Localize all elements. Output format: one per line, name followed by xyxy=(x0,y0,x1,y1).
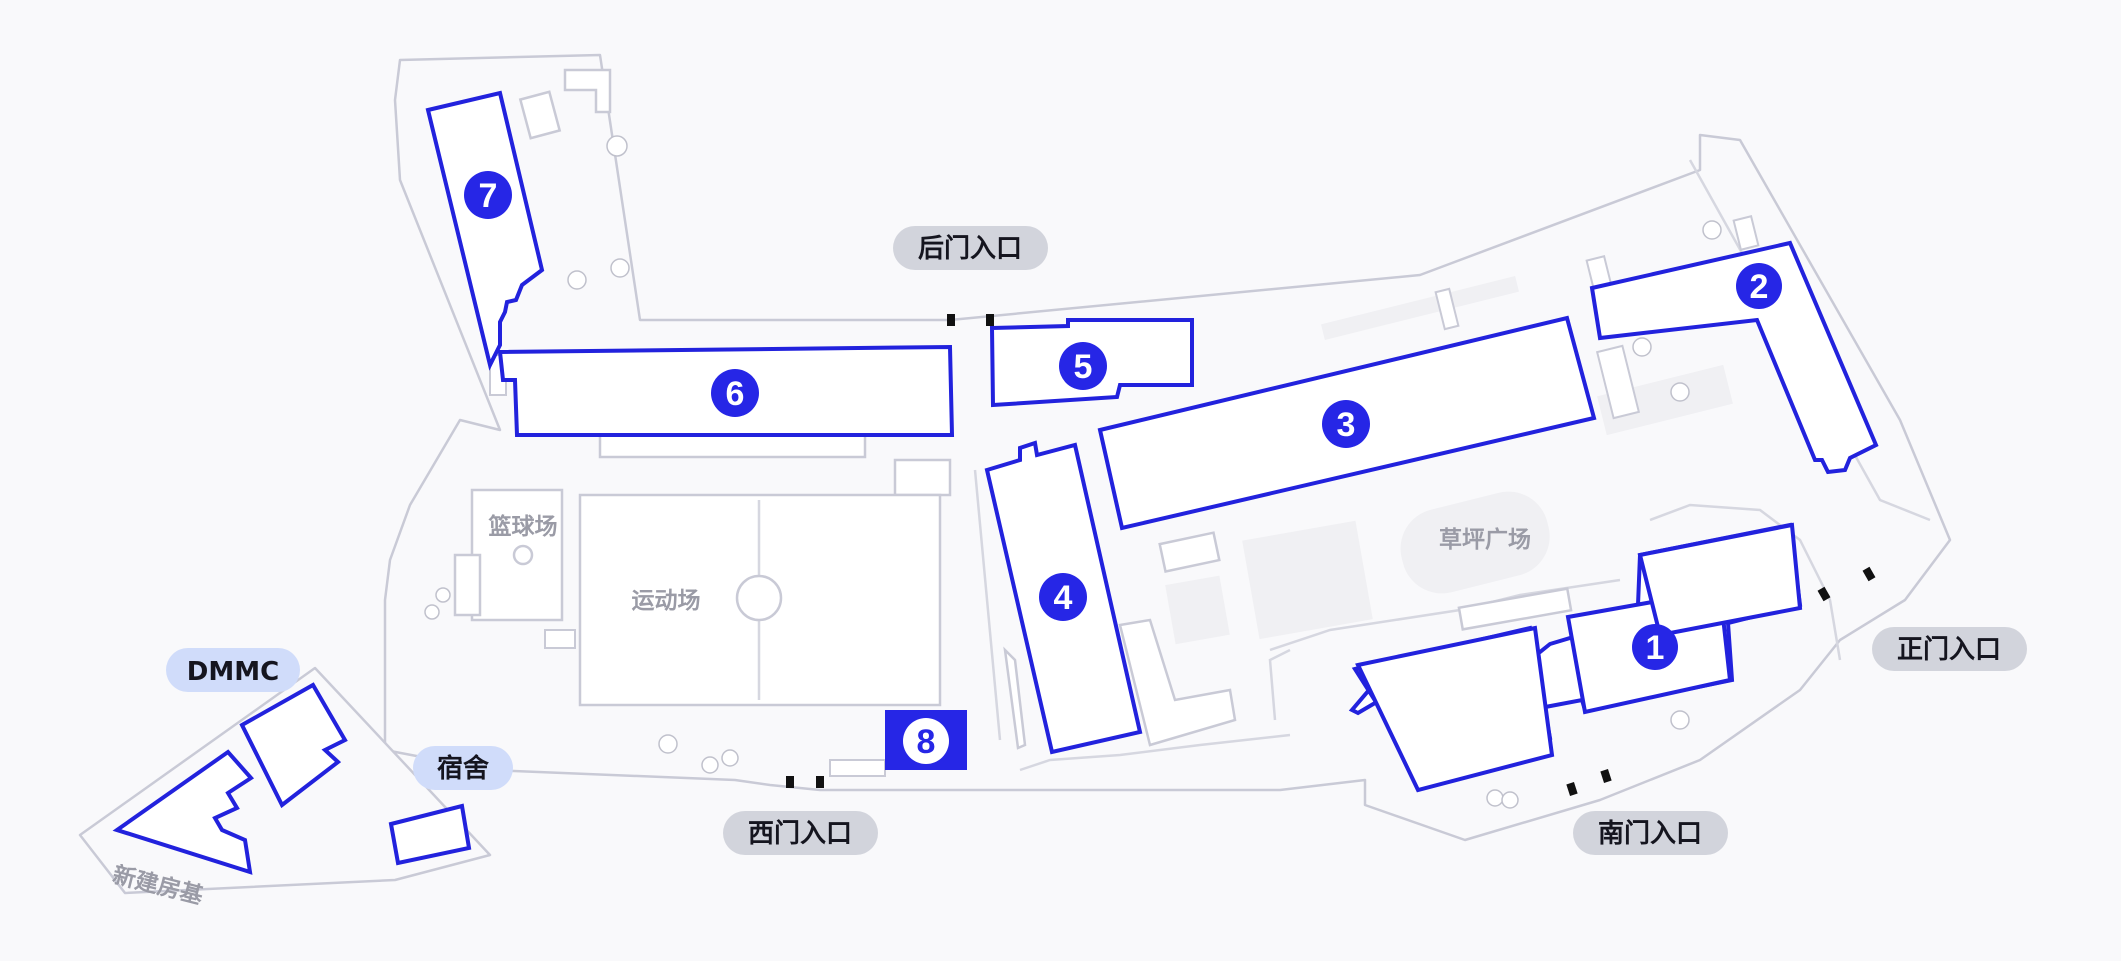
south-curve xyxy=(1268,648,1291,721)
building-1-number: 1 xyxy=(1646,629,1665,667)
south-entrance-pill xyxy=(1573,811,1728,855)
steps xyxy=(544,629,576,649)
road-south xyxy=(1019,733,1291,772)
building-8-marker[interactable]: 8 xyxy=(885,710,967,770)
dorm-pill xyxy=(413,746,513,790)
building-3-marker-badge xyxy=(1322,400,1370,448)
building-4-marker-badge xyxy=(1039,573,1087,621)
building-8-number: 8 xyxy=(917,723,936,761)
stadium-stand xyxy=(893,458,952,497)
gate-back-2 xyxy=(986,314,994,326)
building-2 xyxy=(1589,240,1879,475)
paved-area xyxy=(1400,491,1550,594)
paved-area xyxy=(1597,364,1733,436)
paved-area xyxy=(1242,520,1373,640)
minor-structure xyxy=(518,90,562,140)
tree xyxy=(567,270,587,290)
building-2-marker[interactable]: 2 xyxy=(1736,263,1782,309)
minor-structure xyxy=(453,553,482,617)
building-8-badge xyxy=(903,718,949,764)
minor-structure xyxy=(1003,646,1027,750)
gate-back-1 xyxy=(947,314,955,326)
main-entrance-text: 正门入口 xyxy=(1897,635,2001,665)
tree xyxy=(1702,220,1722,240)
minor-structure xyxy=(1158,531,1221,573)
west-entrance-label[interactable]: 西门入口 xyxy=(723,811,878,855)
tree xyxy=(606,135,628,157)
building-5-marker-badge xyxy=(1059,342,1107,390)
minor-structure xyxy=(1457,587,1573,631)
paved-area xyxy=(1165,575,1230,645)
building-1-marker-badge xyxy=(1632,624,1678,670)
tree xyxy=(1670,710,1690,730)
minor-structure xyxy=(1118,618,1237,747)
tree xyxy=(610,258,630,278)
south-entrance-label[interactable]: 南门入口 xyxy=(1573,811,1728,855)
tree xyxy=(701,756,719,774)
building-6-marker-badge xyxy=(711,369,759,417)
building-7-number: 7 xyxy=(479,177,498,215)
gate-main-2 xyxy=(1862,566,1876,582)
building-6-marker[interactable]: 6 xyxy=(711,369,759,417)
paved-area xyxy=(1321,276,1519,340)
dmmc-tag[interactable]: DMMC xyxy=(166,648,300,692)
building-5-number: 5 xyxy=(1074,348,1093,386)
dorm-tag[interactable]: 宿舍 xyxy=(413,746,513,790)
tree xyxy=(721,749,739,767)
gate-west-1 xyxy=(786,776,794,788)
building-4-number: 4 xyxy=(1054,579,1073,617)
building-dmmc-main xyxy=(112,749,255,875)
dmmc-text: DMMC xyxy=(187,657,279,687)
building-4-marker[interactable]: 4 xyxy=(1039,573,1087,621)
gate-south-2 xyxy=(1600,769,1612,783)
building-3-number: 3 xyxy=(1337,406,1356,444)
building-dmmc xyxy=(239,682,348,809)
back-entrance-pill xyxy=(893,226,1048,270)
building-7-marker[interactable]: 7 xyxy=(464,171,512,219)
main-entrance-pill xyxy=(1872,627,2027,671)
stadium-label: 运动场 xyxy=(632,588,701,614)
building-6-number: 6 xyxy=(726,375,745,413)
gate-main-1 xyxy=(1817,586,1831,602)
building-1-west xyxy=(1355,625,1555,793)
building-2-number: 2 xyxy=(1750,268,1769,306)
gate-south-1 xyxy=(1566,782,1578,796)
tree xyxy=(1486,789,1504,807)
south-entrance-text: 南门入口 xyxy=(1598,819,1702,849)
steps xyxy=(1595,344,1641,420)
tree xyxy=(1670,382,1690,402)
building-1-marker[interactable]: 1 xyxy=(1632,624,1678,670)
lawn-plaza-label: 草坪广场 xyxy=(1439,526,1531,553)
west-entrance-pill xyxy=(723,811,878,855)
steps xyxy=(1732,215,1760,251)
building-7-marker-badge xyxy=(464,171,512,219)
court-center xyxy=(512,544,534,566)
gate-west-2 xyxy=(816,776,824,788)
tree xyxy=(424,604,440,620)
steps xyxy=(1434,287,1460,331)
minor-structure xyxy=(563,68,612,114)
back-entrance-text: 后门入口 xyxy=(918,234,1022,264)
tree xyxy=(1632,337,1652,357)
building-1-tower xyxy=(1637,522,1803,638)
west-entrance-text: 西门入口 xyxy=(748,819,852,849)
stadium-center-circle xyxy=(735,574,783,622)
dmmc-pill xyxy=(166,648,300,692)
building-dorm xyxy=(388,803,472,866)
main-entrance-label[interactable]: 正门入口 xyxy=(1872,627,2027,671)
stadium-stand xyxy=(598,433,867,459)
tree xyxy=(658,734,678,754)
building-7 xyxy=(425,90,545,371)
back-entrance-label[interactable]: 后门入口 xyxy=(893,226,1048,270)
building-3-marker[interactable]: 3 xyxy=(1322,400,1370,448)
dorm-text: 宿舍 xyxy=(437,753,489,784)
steps xyxy=(829,759,886,777)
tree xyxy=(435,587,451,603)
basketball-court-label: 篮球场 xyxy=(488,513,558,540)
building-2-marker-badge xyxy=(1736,263,1782,309)
tree xyxy=(1501,791,1519,809)
road-west xyxy=(973,469,1002,741)
building-5-marker[interactable]: 5 xyxy=(1059,342,1107,390)
